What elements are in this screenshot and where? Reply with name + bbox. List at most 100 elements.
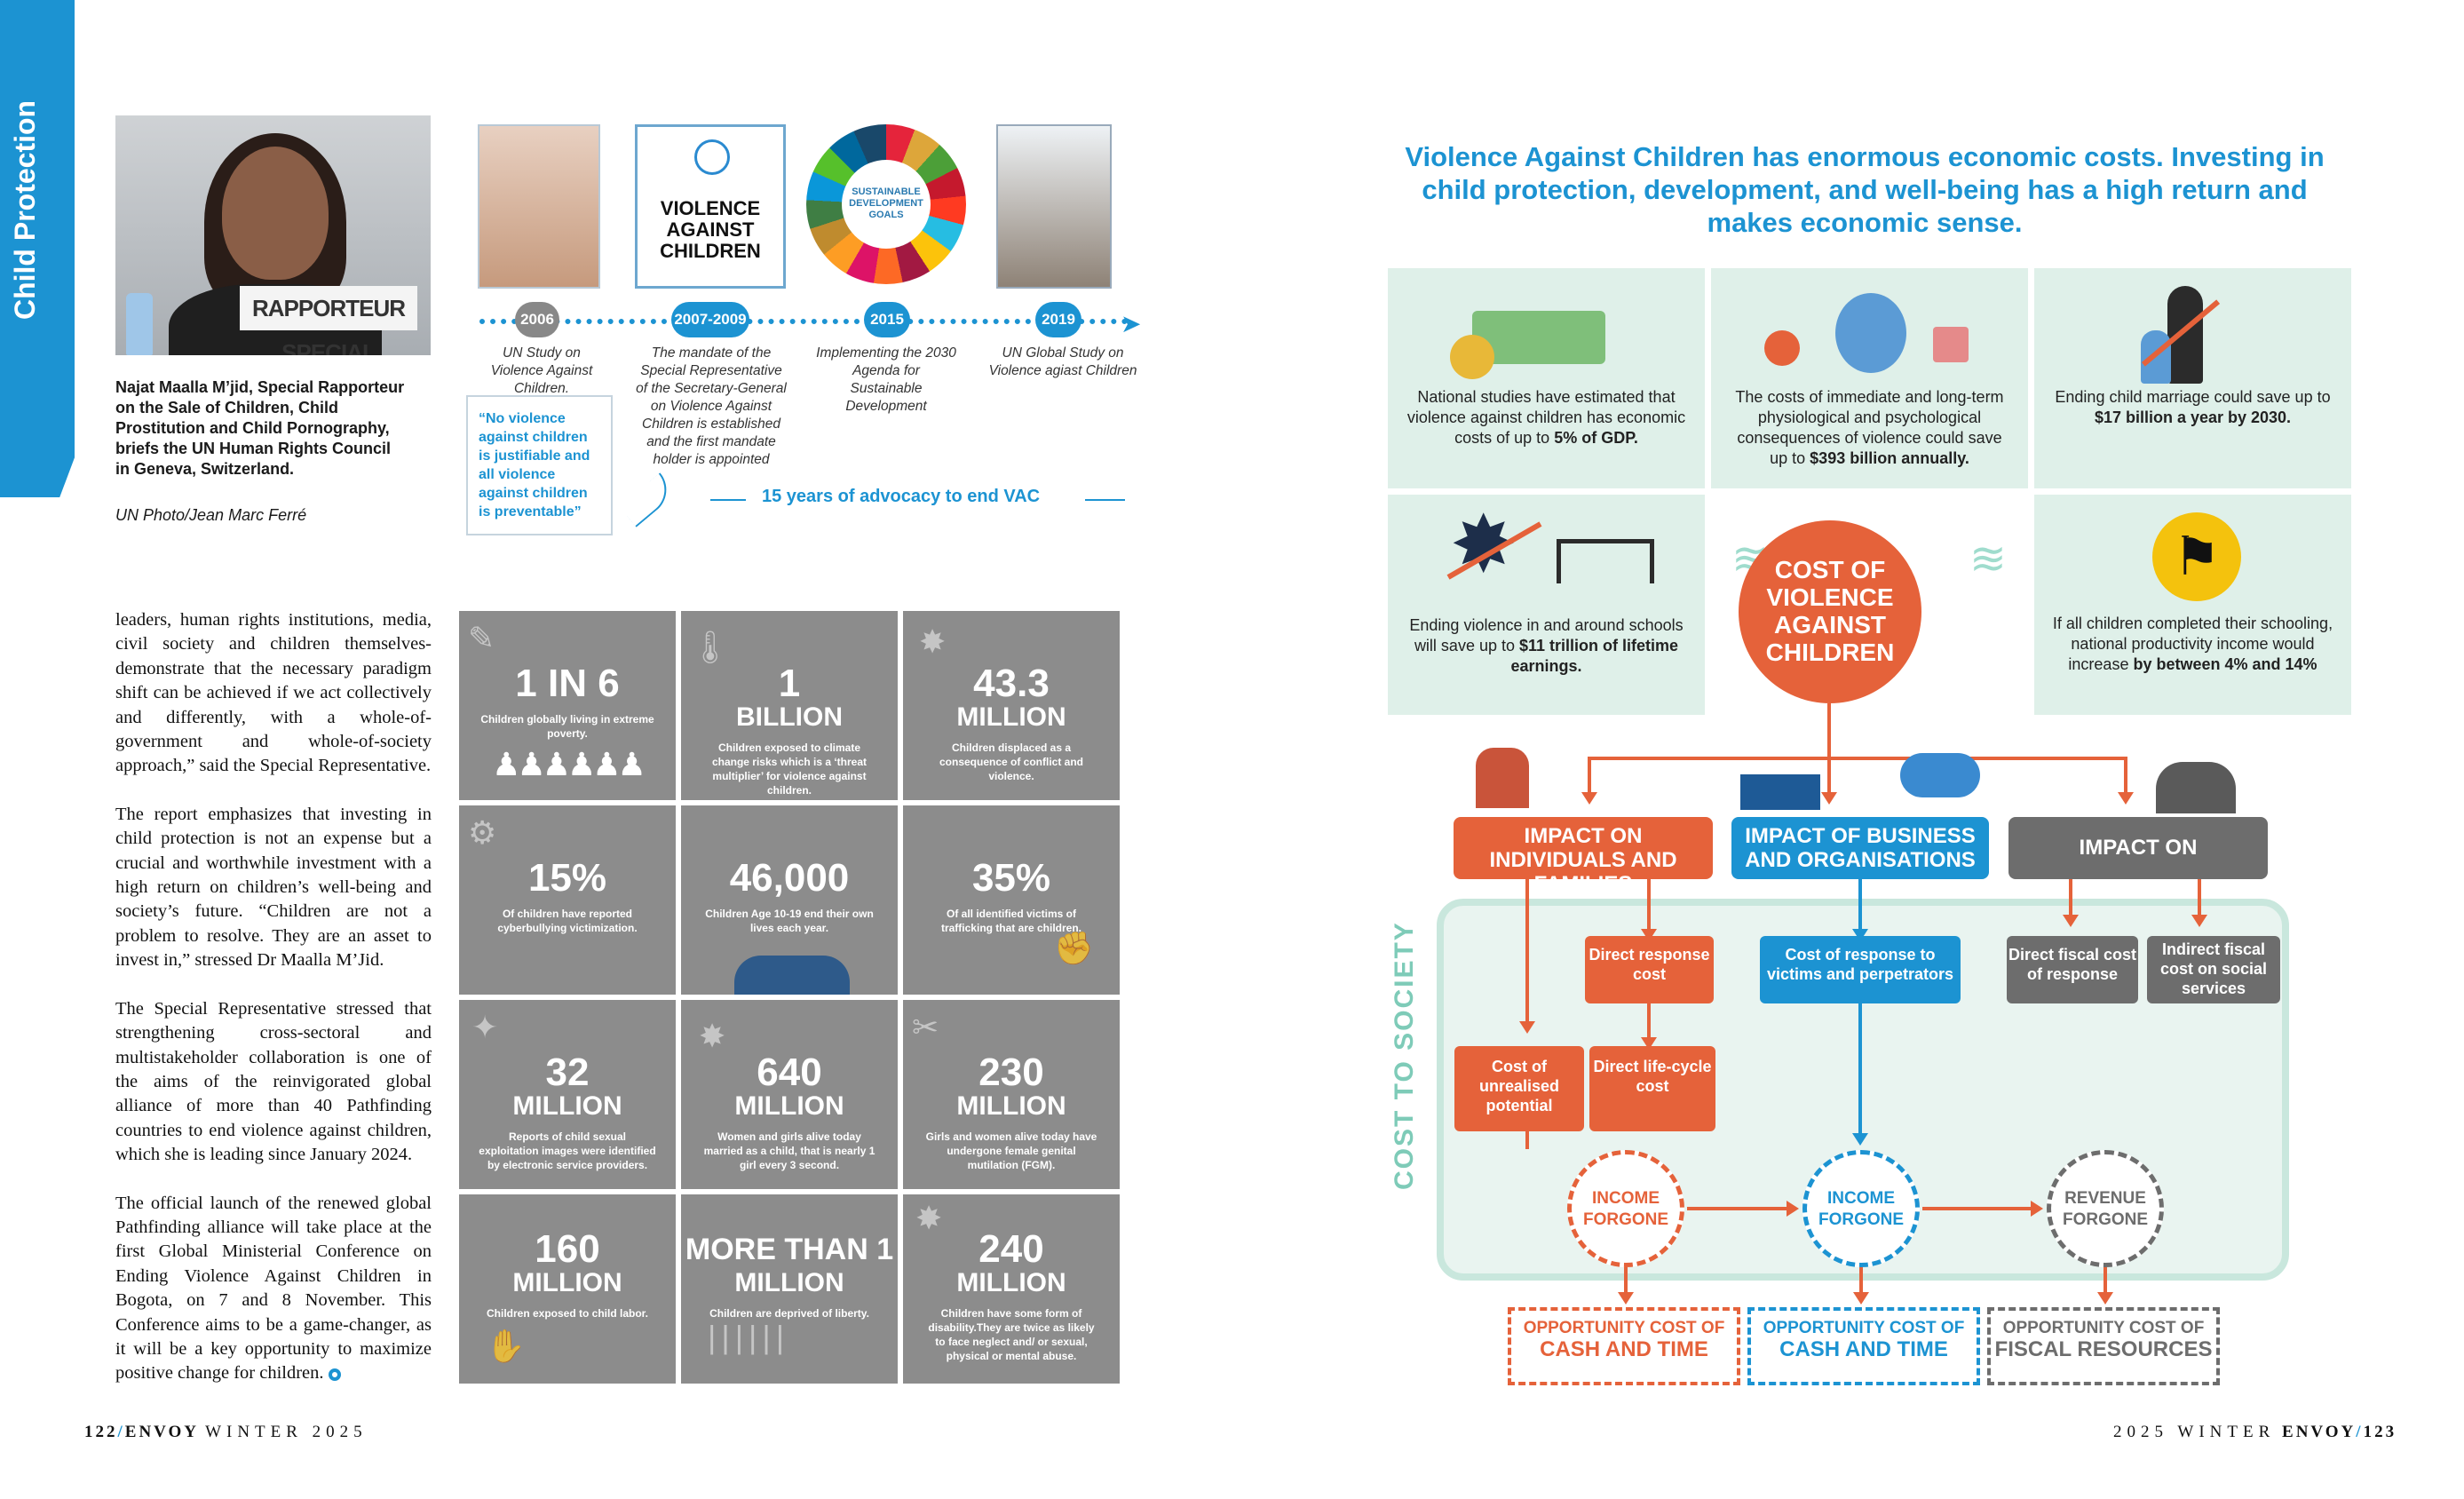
cost-of-vac-circle: COST OF VIOLENCE AGAINST CHILDREN bbox=[1739, 520, 1921, 703]
arrow-line-right bbox=[1085, 499, 1125, 501]
issue-label: 2025 WINTER bbox=[2113, 1423, 2276, 1441]
school-children-icon: ⚑ bbox=[2152, 512, 2241, 601]
opportunity-line2: FISCAL RESOURCES bbox=[1994, 1337, 2213, 1361]
magazine-name: ENVOY bbox=[2282, 1423, 2357, 1441]
year-badge: 2006 bbox=[515, 302, 559, 337]
stat-number: 230 bbox=[978, 1051, 1044, 1094]
income-forgone-circle: INCOME FORGONE bbox=[1567, 1150, 1684, 1267]
stat-unit: MILLION bbox=[956, 1091, 1066, 1121]
unrealised-potential-box: Cost of unrealised potential bbox=[1454, 1046, 1584, 1131]
stat-number: 43.3 bbox=[973, 662, 1050, 705]
stat-number: 32 bbox=[545, 1051, 590, 1094]
card-highlight: by between 4% and 14% bbox=[2133, 655, 2317, 673]
issue-label: WINTER 2025 bbox=[205, 1423, 368, 1441]
stat-description: Girls and women alive today have undergo… bbox=[925, 1130, 1097, 1171]
stat-tile: ✂ 230 MILLION Girls and women alive toda… bbox=[903, 1000, 1120, 1189]
stat-tile: ✦ 32 MILLION Reports of child sexual exp… bbox=[459, 1000, 676, 1189]
article-paragraph: The report emphasizes that investing in … bbox=[115, 804, 432, 971]
indirect-fiscal-box: Indirect fiscal cost on social services bbox=[2147, 936, 2280, 1003]
card-text: The costs of immediate and long-term phy… bbox=[1735, 388, 2004, 467]
timeline-arrow-icon: ➤ bbox=[1121, 310, 1142, 337]
timeline-line bbox=[479, 319, 1128, 324]
opportunity-cost-box: OPPORTUNITY COST OF CASH AND TIME bbox=[1508, 1307, 1740, 1385]
stat-unit: BILLION bbox=[736, 702, 843, 732]
stat-tile: ✸ 43.3 MILLION Children displaced as a c… bbox=[903, 611, 1120, 800]
cost-card: ⚑ If all children completed their school… bbox=[2034, 495, 2351, 715]
card-highlight: $393 billion annually. bbox=[1810, 449, 1969, 467]
impact-business-box: IMPACT OF BUSINESS AND ORGANISATIONS bbox=[1731, 817, 1989, 879]
stat-unit: MILLION bbox=[512, 1091, 622, 1121]
head-icon bbox=[1835, 293, 1906, 373]
placard-text: RAPPORTEUR SPECIAL bbox=[240, 286, 417, 355]
timeline-description: The mandate of the Special Representativ… bbox=[636, 345, 787, 467]
silhouette-icon bbox=[734, 956, 850, 995]
impact-individuals-box: IMPACT ON INDIVIDUALS AND FAMILIES bbox=[1454, 817, 1713, 896]
stat-tile: MORE THAN 1 MILLION Children are deprive… bbox=[681, 1194, 898, 1384]
footer-left: 122/ENVOY WINTER 2025 bbox=[84, 1423, 368, 1441]
arrow-line-left bbox=[710, 499, 746, 501]
photo-caption: Najat Maalla M’jid, Special Rapporteur o… bbox=[115, 378, 405, 478]
stat-number: 46,000 bbox=[729, 856, 850, 900]
stat-description: Reports of child sexual exploitation ima… bbox=[479, 1130, 656, 1171]
rapporteur-photo: RAPPORTEUR SPECIAL bbox=[115, 115, 431, 355]
sdg-center-text: SUSTAINABLE DEVELOPMENT GOALS bbox=[842, 160, 931, 249]
stat-description: Children exposed to climate change risks… bbox=[711, 742, 868, 797]
timeline-description: UN Study on Violence Against Children. bbox=[490, 345, 593, 396]
stat-tile: ✸ 640 MILLION Women and girls alive toda… bbox=[681, 1000, 898, 1189]
stat-number: MORE THAN 1 bbox=[685, 1233, 894, 1266]
stat-unit: MILLION bbox=[956, 1268, 1066, 1297]
stat-description: Children are deprived of liberty. bbox=[709, 1307, 869, 1320]
stat-description: Children globally living in extreme pove… bbox=[480, 713, 654, 740]
stat-number: 160 bbox=[535, 1227, 600, 1271]
stat-number: 640 bbox=[757, 1051, 822, 1094]
stat-description: Children Age 10-19 end their own lives e… bbox=[705, 908, 874, 934]
article-paragraph: The Special Representative stressed that… bbox=[115, 998, 432, 1165]
stat-number: 15% bbox=[527, 856, 607, 900]
page-number: 122 bbox=[84, 1423, 118, 1441]
desk-icon bbox=[1557, 539, 1654, 583]
opportunity-cost-box: OPPORTUNITY COST OF CASH AND TIME bbox=[1747, 1307, 1980, 1385]
pills-icon bbox=[1764, 330, 1800, 366]
stat-tile: 160 MILLION Children exposed to child la… bbox=[459, 1194, 676, 1384]
stat-description: Children exposed to child labor. bbox=[486, 1307, 649, 1320]
direct-response-box: Direct response cost bbox=[1585, 936, 1714, 1003]
stat-description: Of all identified victims of trafficking… bbox=[940, 908, 1082, 934]
article-paragraph: The official launch of the renewed globa… bbox=[115, 1193, 432, 1384]
quote-box: “No violence against children is justifi… bbox=[466, 395, 613, 535]
card-text: Ending child marriage could save up to bbox=[2055, 388, 2331, 406]
year-badge: 2007-2009 bbox=[671, 302, 749, 337]
card-highlight: $17 billion a year by 2030. bbox=[2094, 408, 2292, 426]
hospital-icon bbox=[1933, 327, 1969, 362]
cost-to-society-label: COST TO SOCIETY bbox=[1390, 921, 1419, 1190]
un-study-cover bbox=[478, 124, 600, 289]
zigzag-icon: ≋ bbox=[1969, 534, 2007, 583]
cost-card: National studies have estimated that vio… bbox=[1388, 268, 1705, 488]
organisation-logos-icon bbox=[1900, 753, 1980, 797]
opportunity-line2: CASH AND TIME bbox=[1779, 1337, 1948, 1361]
footer-right: 2025 WINTER ENVOY/123 bbox=[2113, 1423, 2397, 1441]
magazine-name: ENVOY bbox=[124, 1423, 199, 1441]
stat-number: 240 bbox=[978, 1227, 1044, 1271]
stat-description: Women and girls alive today married as a… bbox=[703, 1130, 875, 1171]
revenue-forgone-circle: REVENUE FORGONE bbox=[2047, 1150, 2164, 1267]
infographic-headline: Violence Against Children has enormous e… bbox=[1405, 141, 2325, 238]
opportunity-cost-box: OPPORTUNITY COST OF FISCAL RESOURCES bbox=[1987, 1307, 2220, 1385]
income-forgone-circle: INCOME FORGONE bbox=[1802, 1150, 1920, 1267]
article-body: leaders, human rights institutions, medi… bbox=[115, 608, 432, 1386]
card-text: If all children completed their schoolin… bbox=[2052, 615, 2333, 673]
stat-number: 35% bbox=[971, 856, 1051, 900]
cost-response-box: Cost of response to victims and perpetra… bbox=[1760, 936, 1961, 1003]
stat-description: Children have some form of disability.Th… bbox=[928, 1307, 1095, 1362]
direct-fiscal-box: Direct fiscal cost of response bbox=[2007, 936, 2138, 1003]
lifecycle-cost-box: Direct life-cycle cost bbox=[1589, 1046, 1715, 1131]
cost-card: ✸ Ending violence in and around schools … bbox=[1388, 495, 1705, 715]
card-highlight: $11 trillion of lifetime earnings. bbox=[1510, 637, 1679, 675]
card-highlight: 5% of GDP. bbox=[1554, 429, 1638, 447]
stat-description: Children displaced as a consequence of c… bbox=[939, 742, 1084, 782]
buildings-icon bbox=[1740, 774, 1820, 810]
sdg-wheel-icon: SUSTAINABLE DEVELOPMENT GOALS bbox=[806, 124, 966, 284]
advocacy-label: 15 years of advocacy to end VAC bbox=[762, 487, 1041, 506]
stat-number: 1 IN 6 bbox=[515, 662, 620, 705]
section-tab-label: Child Protection bbox=[9, 99, 41, 320]
end-mark-icon bbox=[328, 1368, 341, 1381]
